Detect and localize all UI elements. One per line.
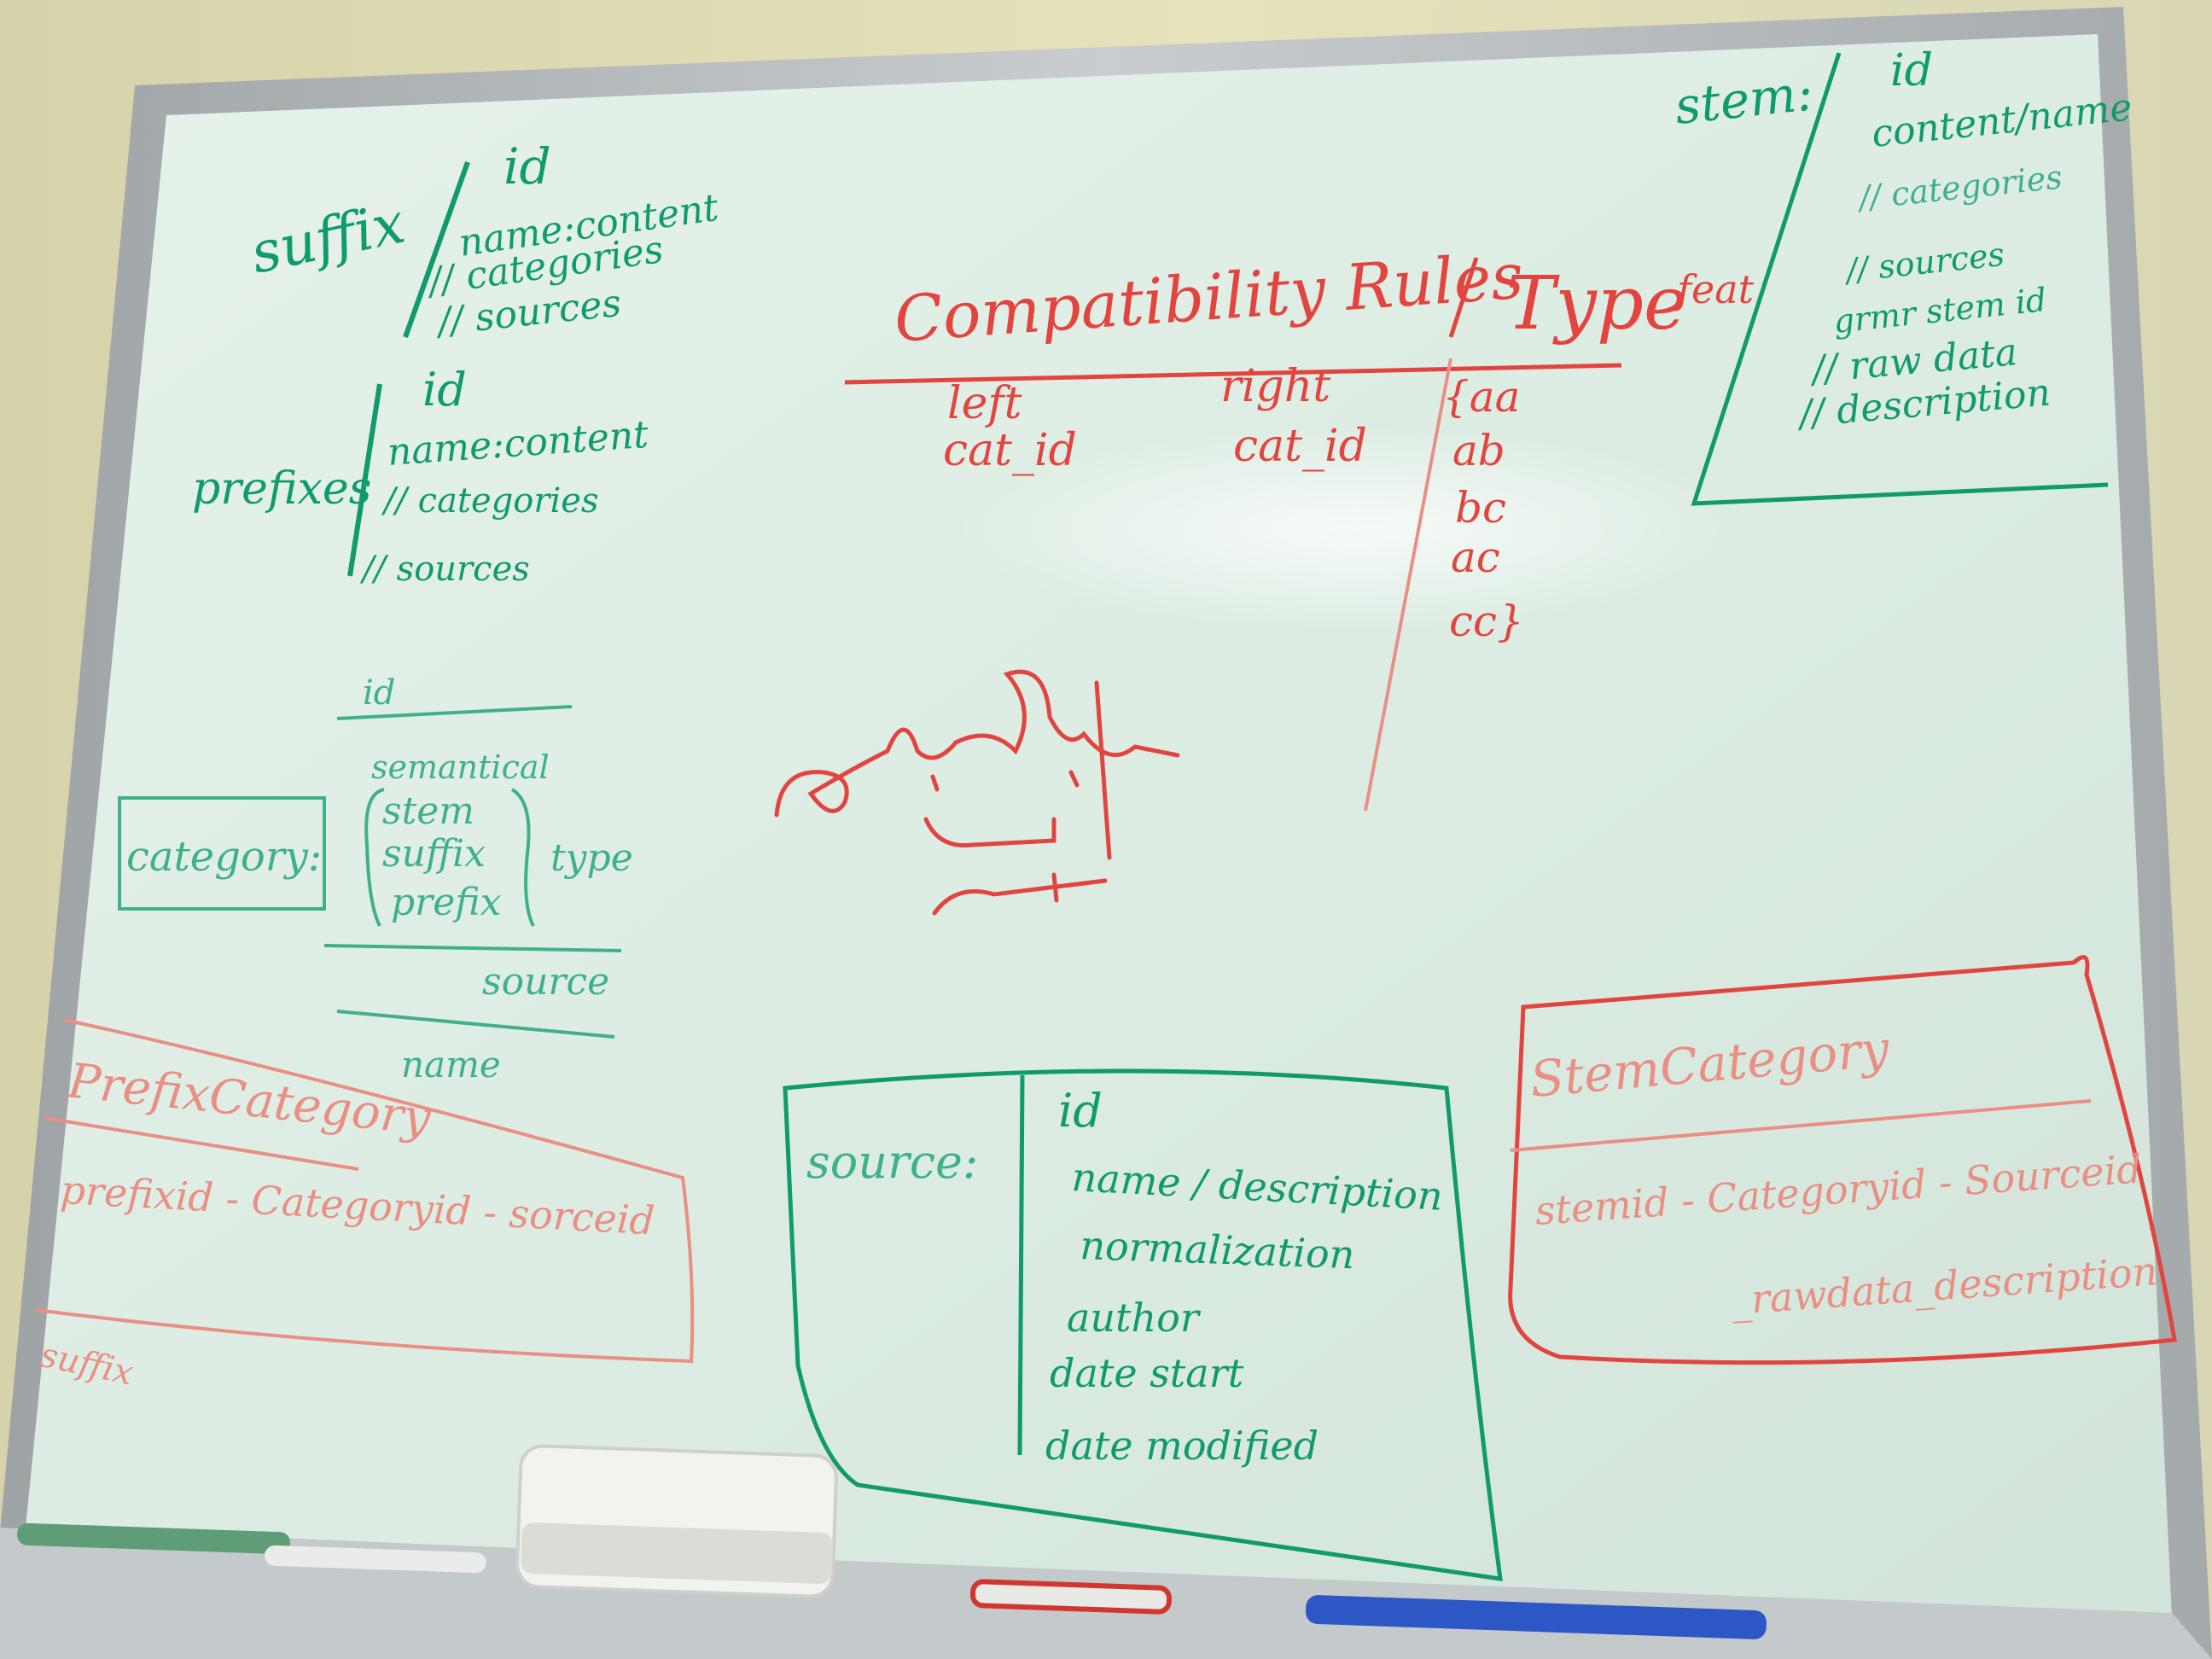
source-box-divider [1017,1074,1025,1456]
category-type-suffix: suffix [382,832,486,876]
eraser-base [521,1522,834,1584]
source-box-outline [783,1068,1503,1581]
suffix-divider [403,160,470,339]
compatibility-type-feat: feat [1674,266,1755,312]
prefixes-field-1: id [422,363,467,416]
category-semantic: semantical [371,748,550,786]
whiteboard-surface [26,34,2172,1617]
prefix-category-rule [44,1116,359,1171]
compatibility-slash [1448,257,1479,338]
category-source: source [482,960,609,1004]
type-pair-5: cc} [1449,597,1524,646]
stem-category-rule [1510,1099,2092,1152]
source-label: source: [806,1135,978,1189]
type-pair-3: bc [1455,483,1506,533]
stem-category-outline [1508,955,2177,1365]
category-brace-left [364,788,385,927]
source-field-3: normalization [1080,1222,1356,1278]
category-label: category: [126,833,322,881]
category-name: name [401,1044,501,1086]
marker-tray [0,1444,2212,1659]
category-schema: id category: semantical stem suffix pref… [118,673,633,1086]
marker-red[interactable] [969,1579,1173,1615]
type-pair-4: ac [1451,533,1500,582]
prefixes-field-3: // categories [381,481,598,521]
stem-divider [1691,52,2109,506]
source-field-5: date start [1050,1350,1244,1396]
prefixes-label: prefixes [192,463,371,515]
type-pair-1: {aa [1442,372,1520,422]
word-segment-sketch [774,669,1180,916]
compatibility-header-rule [844,363,1622,385]
prefix-category-outline [35,1018,695,1364]
type-pair-2: ab [1452,426,1505,475]
marker-blue[interactable] [1306,1595,1767,1640]
prefixes-divider [347,383,382,577]
category-label-box [118,796,326,911]
suffix-field-1: id [504,137,551,195]
category-type-stem: stem [382,789,474,833]
stem-field-1: id [1890,45,1933,96]
category-brace-right [510,788,535,927]
source-field-6: date modified [1045,1423,1318,1469]
marker-green[interactable] [17,1522,291,1555]
ceiling-light-glare [956,427,1758,632]
source-field-1: id [1058,1084,1103,1138]
marker-white[interactable] [265,1545,487,1574]
source-field-4: author [1067,1295,1202,1341]
left-header-1: left [947,378,1022,429]
right-header-2: cat_id [1233,421,1367,472]
source-box: source: id name / description normalizat… [783,1068,1503,1581]
left-header-2: cat_id [943,425,1077,476]
stem-label: stem: [1672,63,1815,136]
category-type-prefix: prefix [391,881,502,924]
category-name-rule [336,1010,615,1039]
compatibility-type: Type [1506,261,1687,346]
category-id-underline [336,705,573,720]
right-header-1: right [1220,361,1330,412]
prefixes-field-4: // sources [359,550,530,589]
prefixes-schema: prefixes id name:content // categories /… [192,363,650,589]
category-id: id [363,673,395,713]
category-type-label: type [550,836,633,880]
category-source-rule [323,944,622,952]
compatibility-vertical-rule [1364,358,1452,812]
